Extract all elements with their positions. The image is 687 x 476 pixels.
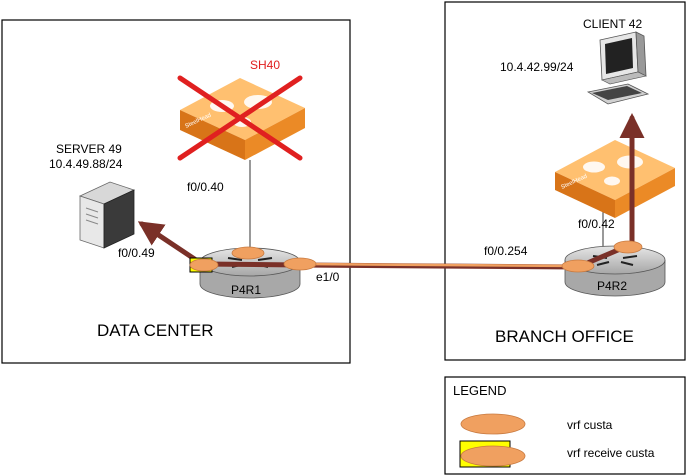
vrf-ellipse-dc-receive xyxy=(189,258,219,272)
branch-office-label: BRANCH OFFICE xyxy=(495,327,634,346)
server-ip: 10.4.49.88/24 xyxy=(49,157,123,171)
iface-branch-uplink: f0/0.254 xyxy=(484,244,528,258)
iface-dc-server: f0/0.49 xyxy=(118,246,155,260)
vrf-ellipse-dc-top xyxy=(231,246,265,260)
vrf-ellipse-branch-top xyxy=(613,240,643,254)
server-icon xyxy=(78,181,136,249)
steelhead-branch: SteelHead xyxy=(555,140,675,218)
failure-x-icon xyxy=(177,75,303,161)
client-ip: 10.4.42.99/24 xyxy=(500,60,574,74)
branch-office-box xyxy=(444,1,686,361)
router-dc-name: P4R1 xyxy=(231,283,262,297)
router-branch-name: P4R2 xyxy=(597,279,628,293)
legend-title: LEGEND xyxy=(453,383,507,398)
client-pc-icon xyxy=(586,31,650,105)
legend-vrf-swatch xyxy=(460,413,526,435)
vrf-ellipse-branch-uplink xyxy=(561,259,595,273)
legend-receive-ellipse xyxy=(460,445,526,467)
iface-dc-steelhead: f0/0.40 xyxy=(187,180,224,194)
data-center-label: DATA CENTER xyxy=(97,321,214,340)
vrf-ellipse-dc-uplink xyxy=(283,257,317,271)
legend-item-vrf: vrf custa xyxy=(567,418,613,432)
client-name: CLIENT 42 xyxy=(583,17,643,31)
vrf-link-highlight xyxy=(301,262,577,268)
data-center-box xyxy=(1,19,351,364)
legend-item-receive: vrf receive custa xyxy=(567,446,655,460)
iface-dc-uplink: e1/0 xyxy=(316,270,340,284)
iface-branch-steelhead: f0/0.42 xyxy=(578,217,615,231)
steelhead-dc-name: SH40 xyxy=(250,58,281,72)
server-name: SERVER 49 xyxy=(56,142,122,156)
